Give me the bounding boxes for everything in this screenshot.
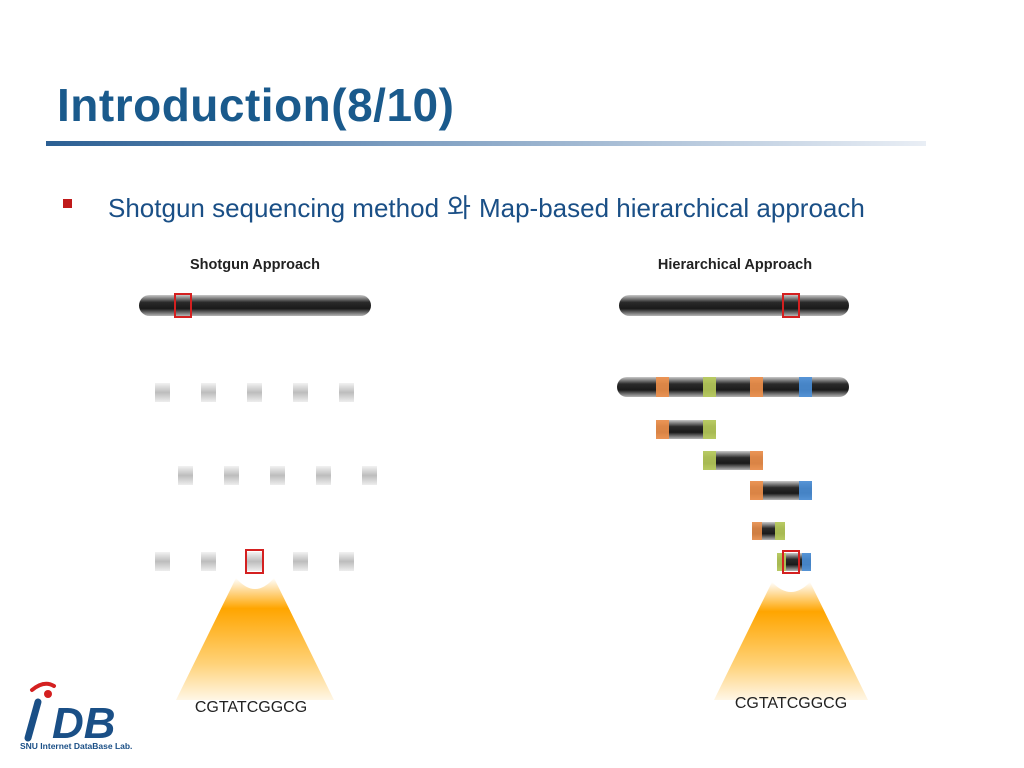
bullet-text-part2: 와 [447, 193, 471, 223]
logo-i-stem-icon [24, 698, 42, 742]
marker-blue [799, 377, 812, 397]
marker-orange [750, 481, 763, 500]
mapped-chromosome [617, 377, 849, 397]
marker-green [775, 522, 785, 540]
fragment [201, 383, 216, 402]
marker-orange [750, 377, 763, 397]
bullet-text-part3: Map-based hierarchical approach [478, 193, 865, 223]
shotgun-chromosome [139, 295, 371, 316]
fragment [155, 383, 170, 402]
fragment [178, 466, 193, 485]
shotgun-fragment-highlight [245, 549, 264, 574]
marker-orange [752, 522, 762, 540]
marker-orange [656, 377, 669, 397]
hierarchical-fragment-highlight [782, 550, 800, 574]
hierarchical-clone-1 [656, 420, 716, 439]
hierarchical-label: Hierarchical Approach [658, 257, 812, 273]
logo-swoosh-icon [30, 681, 56, 692]
shotgun-sequence: CGTATCGGCG [195, 699, 307, 716]
fragment [247, 383, 262, 402]
hierarchical-clone-2 [703, 451, 763, 470]
hierarchical-subclone-1 [752, 522, 785, 540]
marker-orange [656, 420, 669, 439]
shotgun-label: Shotgun Approach [190, 257, 320, 273]
marker-blue [799, 481, 812, 500]
fragment [316, 466, 331, 485]
hierarchical-zoom-cone [714, 582, 868, 700]
page-title: Introduction(8/10) [57, 79, 455, 131]
fragment [293, 383, 308, 402]
hierarchical-chromosome-highlight [782, 293, 800, 318]
fragment [201, 552, 216, 571]
fragment [155, 552, 170, 571]
fragment [339, 552, 354, 571]
marker-green [777, 553, 786, 571]
clone [656, 420, 716, 439]
marker-orange [750, 451, 763, 470]
fragment [270, 466, 285, 485]
shotgun-fragments-row3 [155, 549, 354, 574]
bullet-text-part1: Shotgun sequencing method [108, 193, 440, 223]
hierarchical-sequence: CGTATCGGCG [735, 695, 847, 712]
hierarchical-clone-3 [750, 481, 812, 500]
marker-green [703, 377, 716, 397]
marker-green [703, 420, 716, 439]
marker-blue [802, 553, 811, 571]
fragment [339, 383, 354, 402]
shotgun-fragments-row1 [155, 383, 354, 402]
shotgun-chromosome-highlight [174, 293, 192, 318]
logo-letters: DB [52, 699, 116, 748]
logo-subtitle: SNU Internet DataBase Lab. [20, 741, 133, 751]
clone [750, 481, 812, 500]
idb-logo: DB [24, 681, 116, 748]
hierarchical-bac-map [617, 377, 849, 397]
logo-dot-icon [44, 690, 52, 698]
fragment [362, 466, 377, 485]
shotgun-fragments-row2 [178, 466, 377, 485]
hierarchical-chromosome [619, 295, 849, 316]
marker-green [703, 451, 716, 470]
fragment [247, 552, 262, 571]
bullet-marker [63, 199, 72, 208]
fragment [293, 552, 308, 571]
fragment [224, 466, 239, 485]
hierarchical-subclone-2 [777, 550, 811, 574]
clone [703, 451, 763, 470]
title-underline [46, 141, 926, 146]
shotgun-zoom-cone [176, 578, 334, 700]
